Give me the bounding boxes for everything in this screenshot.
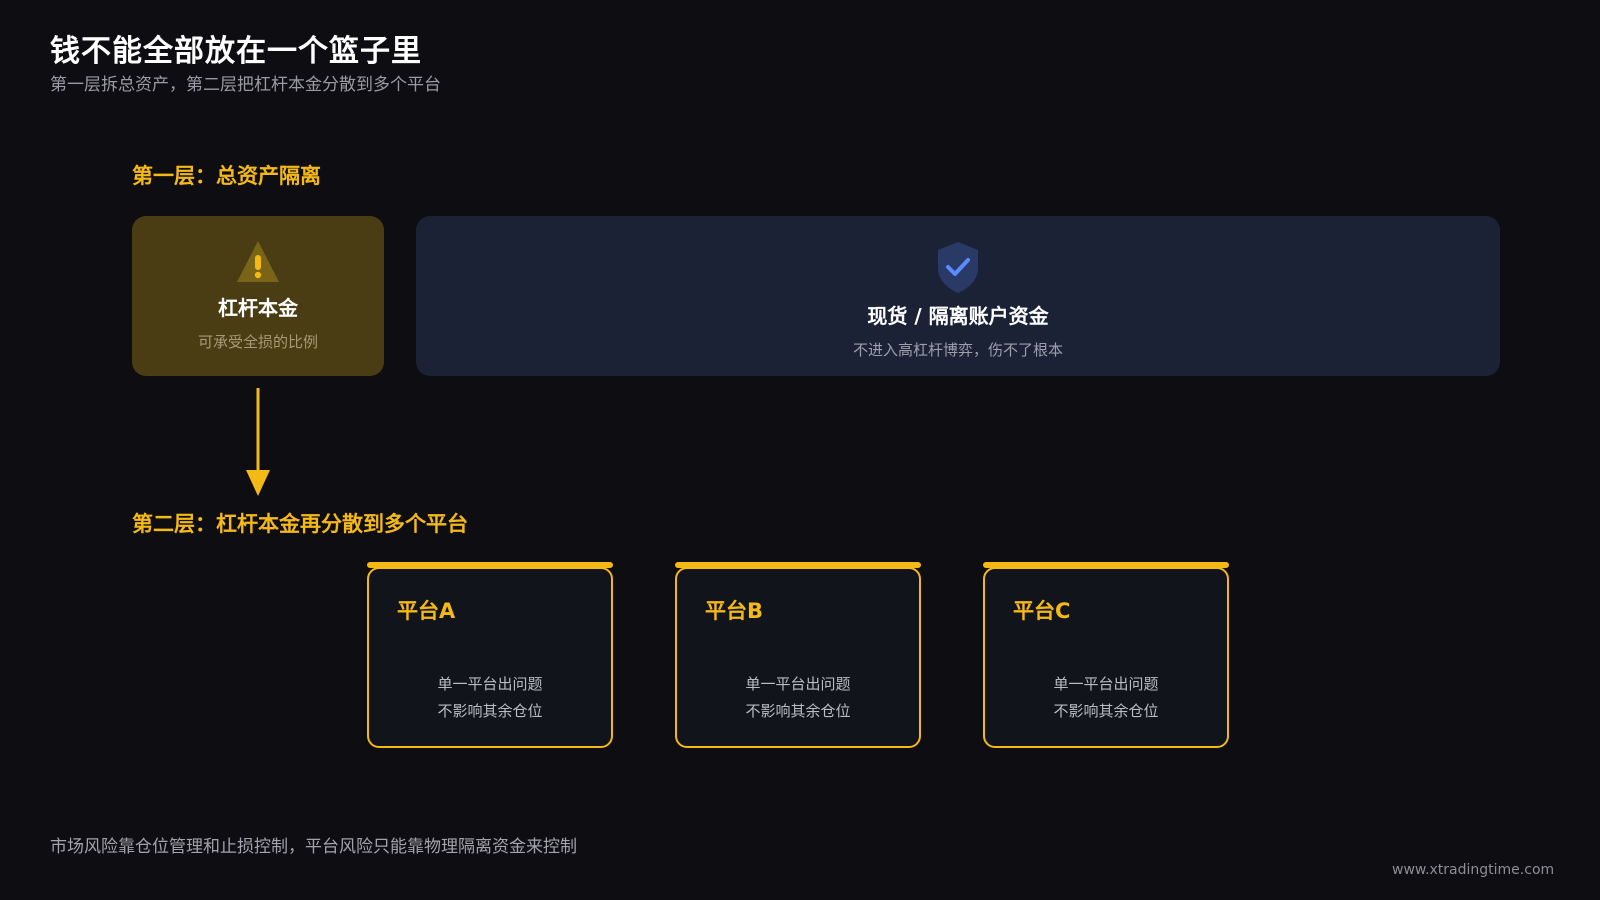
leverage-capital-desc: 可承受全损的比例: [197, 333, 318, 351]
platform-desc: 单一平台出问题 不影响其余仓位: [677, 671, 919, 725]
platform-card-a: 平台A 单一平台出问题 不影响其余仓位: [367, 562, 613, 748]
leverage-capital-title: 杠杆本金: [218, 296, 298, 320]
platform-name: 平台A: [397, 599, 456, 623]
platform-name: 平台B: [705, 599, 764, 623]
spot-funds-desc: 不进入高杠杆博弈，伤不了根本: [852, 341, 1063, 359]
spot-isolated-funds-box: 现货 / 隔离账户资金 不进入高杠杆博弈，伤不了根本: [416, 216, 1500, 376]
platform-desc-line2: 不影响其余仓位: [745, 702, 851, 720]
platform-card-c: 平台C 单一平台出问题 不影响其余仓位: [983, 562, 1229, 748]
shield-check-icon: [938, 242, 978, 293]
layer1-label: 第一层：总资产隔离: [132, 164, 321, 188]
platform-name: 平台C: [1013, 599, 1071, 623]
platform-desc: 单一平台出问题 不影响其余仓位: [985, 671, 1227, 725]
layer2-label: 第二层：杠杆本金再分散到多个平台: [132, 512, 468, 536]
card-accent-bar: [675, 562, 921, 568]
platform-desc-line2: 不影响其余仓位: [1053, 702, 1159, 720]
platform-desc-line1: 单一平台出问题: [745, 675, 851, 693]
platform-desc-line1: 单一平台出问题: [437, 675, 543, 693]
platform-desc-line1: 单一平台出问题: [1053, 675, 1159, 693]
spot-funds-title: 现货 / 隔离账户资金: [867, 304, 1049, 328]
down-arrow-connector: [246, 388, 270, 496]
website-watermark: www.xtradingtime.com: [1392, 862, 1555, 878]
platform-desc-line2: 不影响其余仓位: [437, 702, 543, 720]
card-accent-bar: [367, 562, 613, 568]
card-accent-bar: [983, 562, 1229, 568]
platform-desc: 单一平台出问题 不影响其余仓位: [369, 671, 611, 725]
footer-note: 市场风险靠仓位管理和止损控制，平台风险只能靠物理隔离资金来控制: [50, 837, 577, 857]
platform-card-b: 平台B 单一平台出问题 不影响其余仓位: [675, 562, 921, 748]
warning-icon: [237, 241, 279, 282]
page-title: 钱不能全部放在一个篮子里: [50, 34, 422, 69]
leverage-capital-box: 杠杆本金 可承受全损的比例: [132, 216, 384, 376]
page-subtitle: 第一层拆总资产，第二层把杠杆本金分散到多个平台: [50, 75, 441, 95]
